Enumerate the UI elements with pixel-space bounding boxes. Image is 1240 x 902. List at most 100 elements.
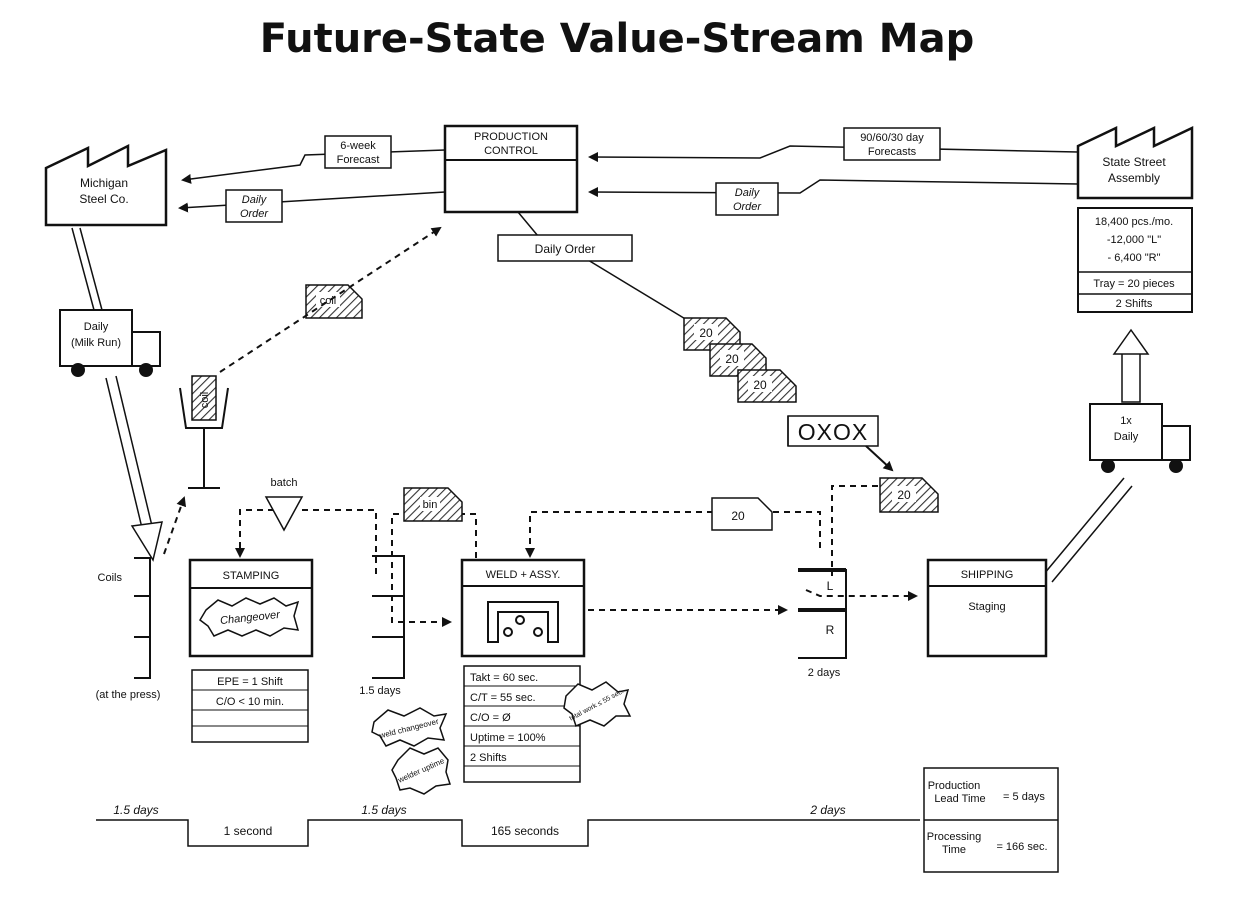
forecast-supplier-line1: 6-week xyxy=(340,140,376,152)
load-leveling-box: OXOX xyxy=(787,415,879,447)
shipping-process-box: SHIPPING Staging xyxy=(926,558,1048,658)
supplier-factory-icon: Michigan Steel Co. xyxy=(44,143,168,227)
wip-days-label: 1.5 days xyxy=(359,685,401,697)
at-press-label: (at the press) xyxy=(96,689,161,701)
timeline-lead-1: 1.5 days xyxy=(113,803,158,817)
forecast-from-customer: 90/60/30 day Forecasts xyxy=(843,127,941,161)
kaizen-burst-welder-uptime: welder uptime xyxy=(391,747,451,795)
shipping-staging: Staging xyxy=(968,601,1005,613)
customer-demand-right: - 6,400 "R" xyxy=(1107,252,1160,264)
stamping-data-box: EPE = 1 Shift C/O < 10 min. xyxy=(191,669,309,743)
customer-shifts: 2 Shifts xyxy=(1116,298,1153,310)
production-kanban-arrival: 20 xyxy=(879,477,939,513)
stamping-epe: EPE = 1 Shift xyxy=(217,676,283,688)
lead-time-label-2: Lead Time xyxy=(934,793,985,805)
supermarket-days-label: 2 days xyxy=(808,667,841,679)
stamping-process-box: STAMPING Changeover xyxy=(188,558,314,658)
stamping-changeover: C/O < 10 min. xyxy=(216,696,284,708)
forecast-to-supplier: 6-week Forecast xyxy=(324,135,392,169)
coils-label: Coils xyxy=(98,572,123,584)
processing-time-label-2: Time xyxy=(942,844,966,856)
bin-kanban-label: bin xyxy=(423,499,438,511)
daily-order-box: Daily Order xyxy=(497,234,633,262)
forecast-supplier-line2: Forecast xyxy=(337,154,380,166)
milk-run-line1: Daily xyxy=(84,321,109,333)
kanban-post-label: coil xyxy=(199,392,211,409)
finished-goods-supermarket: L R xyxy=(798,568,847,659)
work-cell-icon xyxy=(487,601,559,643)
daily-order-from-customer: Daily Order xyxy=(715,182,779,216)
stamping-supermarket xyxy=(372,555,405,679)
batch-signal-icon: batch xyxy=(264,477,304,532)
withdrawal-kanban-label: 20 xyxy=(731,509,745,523)
page-title: Future-State Value-Stream Map xyxy=(260,16,974,62)
kaizen-burst-total-work: total work ≤ 55 sec. xyxy=(563,681,632,728)
customer-demand-left: -12,000 "L" xyxy=(1107,234,1161,246)
supplier-name-line2: Steel Co. xyxy=(79,192,128,206)
forecast-customer-line1: 90/60/30 day xyxy=(860,132,924,144)
daily-order-supplier-line1: Daily xyxy=(242,194,268,206)
weld-cycle-time: C/T = 55 sec. xyxy=(470,692,536,704)
production-control-line2: CONTROL xyxy=(484,145,538,157)
production-kanban-stack: 20 20 20 xyxy=(683,317,797,403)
production-kanban-3-label: 20 xyxy=(753,378,767,392)
stamping-name: STAMPING xyxy=(223,570,280,582)
timeline-lead-2: 1.5 days xyxy=(361,803,406,817)
timeline-process-2: 165 seconds xyxy=(491,824,559,838)
customer-name-line2: Assembly xyxy=(1108,171,1160,185)
coils-inventory xyxy=(134,557,151,679)
customer-name-line1: State Street xyxy=(1102,155,1166,169)
customer-tray-size: Tray = 20 pieces xyxy=(1093,278,1175,290)
production-control-box: PRODUCTION CONTROL xyxy=(443,124,579,214)
timeline-lead-3: 2 days xyxy=(809,803,845,817)
weld-data-box: Takt = 60 sec. C/T = 55 sec. C/O = Ø Upt… xyxy=(463,665,581,783)
customer-truck-line1: 1x xyxy=(1120,415,1132,427)
supermarket-right-label: R xyxy=(826,623,835,637)
daily-order-customer-line1: Daily xyxy=(735,187,761,199)
customer-factory-icon: State Street Assembly xyxy=(1076,126,1194,200)
weld-shifts: 2 Shifts xyxy=(470,752,507,764)
production-kanban-arrival-label: 20 xyxy=(897,488,911,502)
milk-run-line2: (Milk Run) xyxy=(71,337,121,349)
production-control-line1: PRODUCTION xyxy=(474,131,548,143)
daily-order-supplier-line2: Order xyxy=(240,208,269,220)
supermarket-left-label: L xyxy=(827,579,834,593)
processing-time-label-1: Processing xyxy=(927,831,981,843)
withdrawal-kanban: 20 xyxy=(711,497,773,531)
load-leveling-label: OXOX xyxy=(798,419,868,445)
kanban-flow-lines xyxy=(163,226,918,627)
timeline-ladder: 1.5 days 1 second 1.5 days 165 seconds 2… xyxy=(96,803,920,847)
kanban-post-icon: coil xyxy=(179,375,229,489)
lead-time-label-1: Production xyxy=(928,780,981,792)
shipment-arrow-supplier xyxy=(71,227,163,562)
timeline-process-1: 1 second xyxy=(224,824,273,838)
daily-order-to-supplier: Daily Order xyxy=(225,189,283,223)
load-leveling-arrow xyxy=(865,445,894,472)
batch-label: batch xyxy=(271,477,298,489)
forecast-customer-line2: Forecasts xyxy=(868,146,917,158)
supplier-name-line1: Michigan xyxy=(80,176,128,190)
weld-process-box: WELD + ASSY. xyxy=(460,558,586,658)
shipping-name: SHIPPING xyxy=(961,569,1014,581)
daily-order-customer-line2: Order xyxy=(733,201,762,213)
processing-time-value: = 166 sec. xyxy=(996,841,1047,853)
kaizen-burst-weld-changeover: weld changeover xyxy=(371,707,448,747)
signal-kanban-coil: coil xyxy=(305,284,363,319)
lead-time-value: = 5 days xyxy=(1003,791,1045,803)
daily-order-label: Daily Order xyxy=(535,242,596,256)
shipment-arrow-customer xyxy=(1043,328,1150,583)
customer-data-box: 18,400 pcs./mo. -12,000 "L" - 6,400 "R" … xyxy=(1077,207,1193,313)
timeline-summary-box: Production Lead Time = 5 days Processing… xyxy=(923,767,1059,873)
weld-uptime: Uptime = 100% xyxy=(470,732,546,744)
bin-kanban: bin xyxy=(403,487,463,522)
production-kanban-1-label: 20 xyxy=(699,326,713,340)
customer-demand: 18,400 pcs./mo. xyxy=(1095,216,1173,228)
weld-changeover: C/O = Ø xyxy=(470,712,511,724)
weld-name: WELD + ASSY. xyxy=(486,569,561,581)
production-kanban-2-label: 20 xyxy=(725,352,739,366)
customer-truck-line2: Daily xyxy=(1114,431,1139,443)
weld-takt: Takt = 60 sec. xyxy=(470,672,538,684)
customer-truck-icon: 1x Daily xyxy=(1089,403,1191,473)
milk-run-truck-icon: Daily (Milk Run) xyxy=(59,309,161,377)
